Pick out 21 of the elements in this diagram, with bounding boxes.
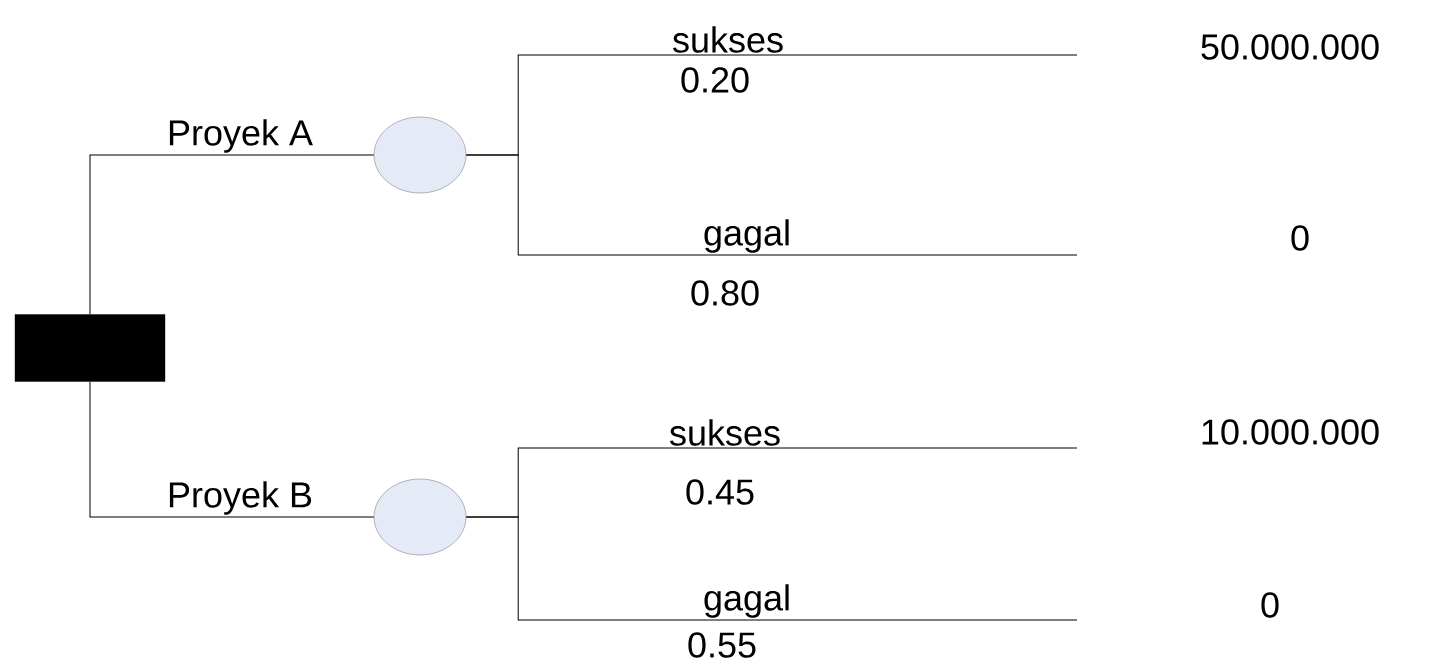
- branch-line: [89, 381, 375, 518]
- branch-line: [465, 154, 1078, 256]
- decision-square: [14, 314, 166, 382]
- chance-node: [373, 478, 467, 556]
- probability-label: 0.20: [681, 67, 749, 93]
- payoff-value: 10.000.000: [1202, 419, 1379, 445]
- branch-label: Proyek A: [169, 119, 313, 153]
- branch-label: gagal: [704, 219, 789, 253]
- payoff-value: 0: [1261, 592, 1279, 618]
- branch-label: Proyek B: [169, 481, 312, 515]
- payoff-value: 50.000.000: [1201, 34, 1379, 60]
- branch-label: sukses: [670, 419, 780, 446]
- branch-label: gagal: [704, 584, 789, 618]
- payoff-value: 0: [1291, 225, 1309, 251]
- probability-label: 0.45: [686, 479, 754, 505]
- probability-label: 0.55: [688, 632, 756, 658]
- branch-line: [465, 516, 1078, 621]
- branch-label: sukses: [673, 26, 783, 53]
- branch-line: [89, 154, 375, 315]
- probability-label: 0.80: [691, 280, 759, 306]
- chance-node: [373, 116, 467, 194]
